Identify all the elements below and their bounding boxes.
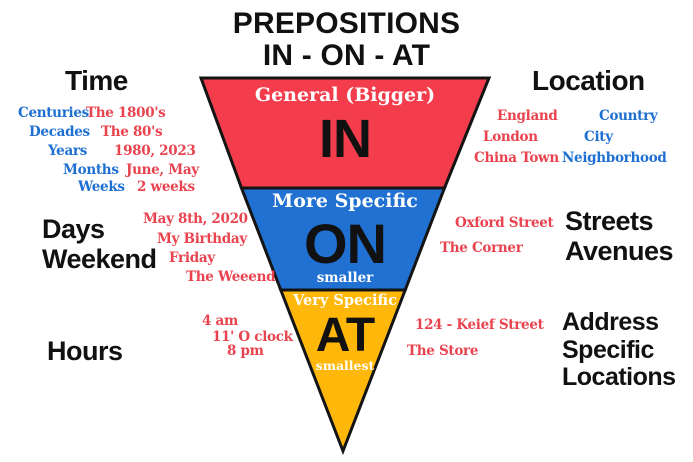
days-example: May 8th, 2020 (143, 211, 248, 227)
streets-example: The Corner (440, 240, 523, 256)
address-example: 124 - Keief Street (415, 317, 544, 333)
time-example: The 1800's (86, 105, 166, 121)
heading-locations: Locations (562, 363, 676, 391)
location-example: England (497, 108, 558, 124)
funnel-on-note: smaller (316, 270, 374, 286)
time-category: Centuries (18, 105, 89, 121)
funnel-at-label: Very Specific (293, 292, 397, 309)
time-example: 1980, 2023 (114, 143, 196, 159)
page-title-line1: PREPOSITIONS (232, 7, 461, 40)
heading-time: Time (65, 65, 128, 96)
funnel-on-word: ON (304, 212, 387, 275)
days-example: My Birthday (157, 231, 247, 247)
funnel-at-note: smallest (315, 358, 375, 373)
funnel-in-word: IN (319, 109, 372, 169)
time-category: Weeks (78, 179, 125, 195)
heading-streets-avenues: Streets Avenues (565, 206, 674, 266)
streets-example: Oxford Street (455, 215, 554, 231)
page-title-line2: IN - ON - AT (262, 38, 431, 72)
location-category: Neighborhood (562, 150, 667, 166)
heading-streets: Streets (565, 206, 654, 236)
location-example: London (483, 129, 538, 145)
time-category: Years (48, 143, 88, 159)
address-example: The Store (407, 343, 479, 359)
heading-hours: Hours (47, 336, 123, 366)
time-category: Months (63, 162, 119, 178)
heading-avenues: Avenues (565, 235, 674, 266)
hours-example: 8 pm (227, 343, 264, 359)
location-category: Country (599, 108, 658, 124)
location-example: China Town (474, 150, 559, 166)
funnel-on-label: More Specific (272, 190, 418, 212)
time-example: The 80's (101, 124, 163, 140)
hours-example: 4 am (202, 313, 238, 329)
funnel-section-at (278, 288, 408, 456)
time-category: Decades (29, 124, 90, 140)
time-example: 2 weeks (137, 179, 195, 195)
heading-address: Address (562, 308, 659, 336)
heading-location: Location (532, 65, 645, 96)
funnel-graphic (198, 76, 492, 456)
days-example: Friday (169, 250, 215, 266)
funnel-in-label: General (Bigger) (254, 84, 436, 106)
funnel-at-word: AT (315, 309, 375, 362)
page-title: PREPOSITIONS IN - ON - AT (0, 8, 693, 71)
heading-days-weekend: Days Weekend (42, 214, 157, 274)
heading-weekend: Weekend (42, 243, 157, 274)
location-category: City (584, 129, 613, 145)
days-example: The Weeend (186, 269, 276, 285)
heading-address-block: Address Specific Locations (562, 308, 676, 392)
time-example: June, May (126, 162, 199, 178)
heading-days: Days (42, 214, 105, 244)
hours-example: 11' O clock (212, 329, 293, 345)
heading-specific: Specific (562, 335, 654, 364)
